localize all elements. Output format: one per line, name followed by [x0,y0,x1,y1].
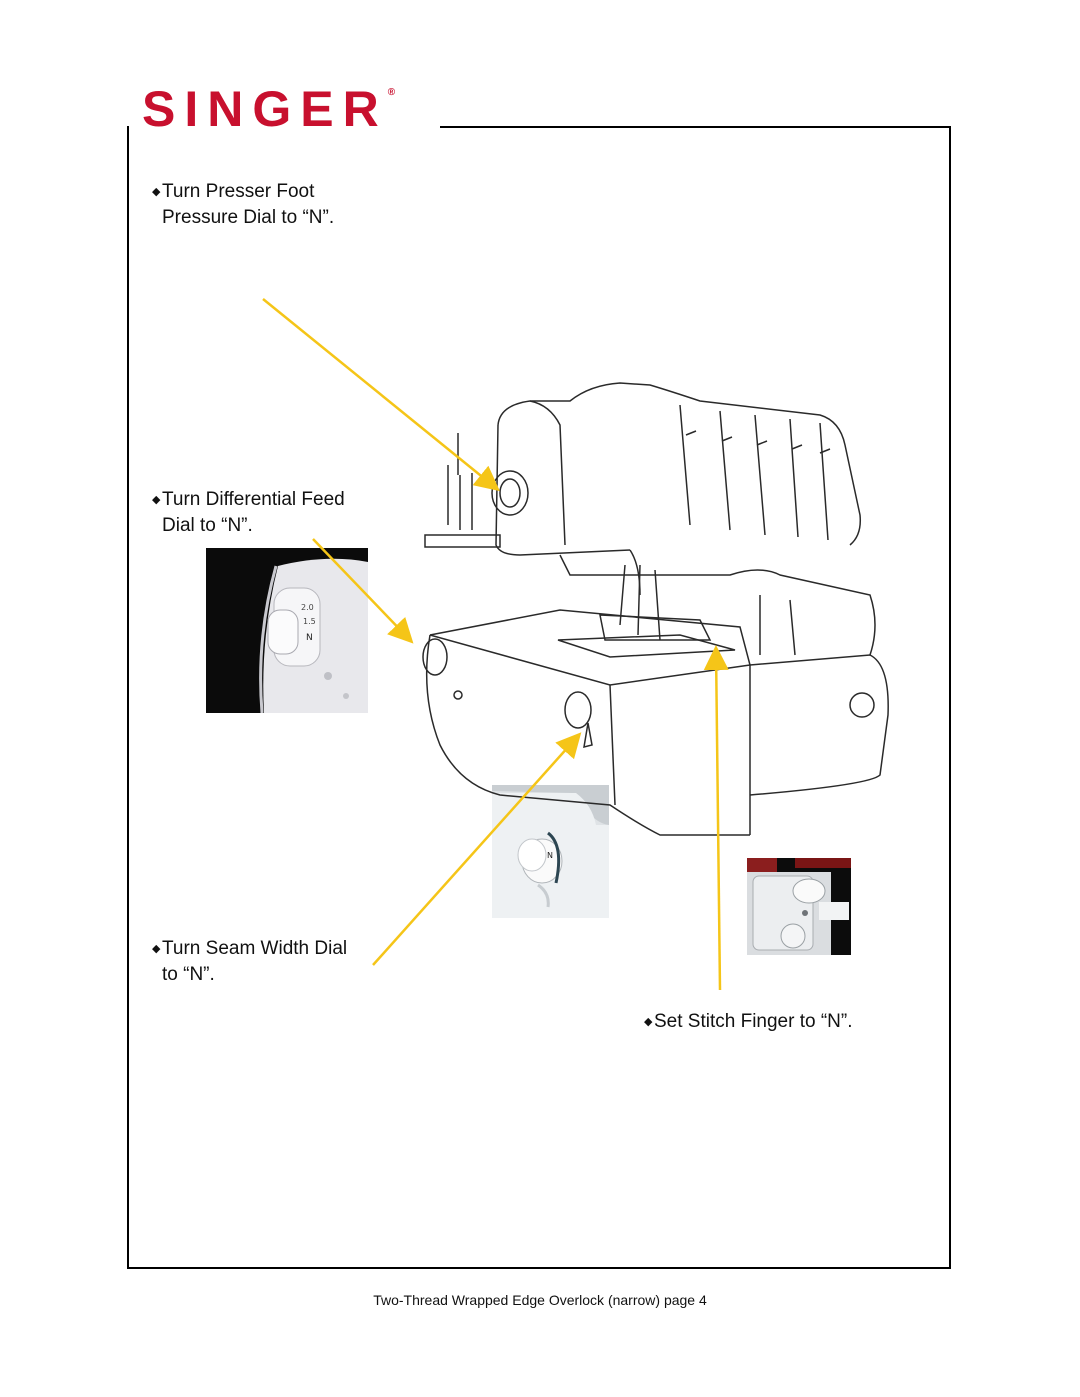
dial-mark-mid: 1.5 [303,617,316,626]
caption-presser-foot: ◆Turn Presser Foot Pressure Dial to “N”. [152,181,335,228]
arrow-stitch-finger [703,645,729,991]
dial-mark-n: N [306,633,313,643]
diamond-bullet-icon: ◆ [152,186,161,198]
seam-width-dial-photo: N [492,785,609,918]
diamond-bullet-icon: ◆ [152,943,161,955]
differential-feed-dial-photo: 2.0 1.5 N [206,548,368,713]
content-frame [127,126,951,1269]
singer-logo: SINGER® [142,81,396,137]
serger-machine-illustration [422,382,889,836]
arrow-differential-feed [312,538,414,644]
dial-mark-top: 2.0 [301,603,314,612]
arrow-seam-width [372,732,582,966]
caption-differential-feed: ◆Turn Differential Feed Dial to “N”. [152,489,345,536]
arrow-presser-foot [262,298,500,492]
seam-dial-mark-n: N [547,851,553,860]
frame-top-rule [440,126,951,128]
stitch-finger-photo [747,858,851,955]
page-footer: Two-Thread Wrapped Edge Overlock (narrow… [373,1292,707,1308]
caption-stitch-finger: ◆Set Stitch Finger to “N”. [644,1009,853,1035]
diamond-bullet-icon: ◆ [152,494,161,506]
caption-seam-width: ◆Turn Seam Width Dial to “N”. [152,938,348,985]
diamond-bullet-icon: ◆ [644,1016,653,1028]
